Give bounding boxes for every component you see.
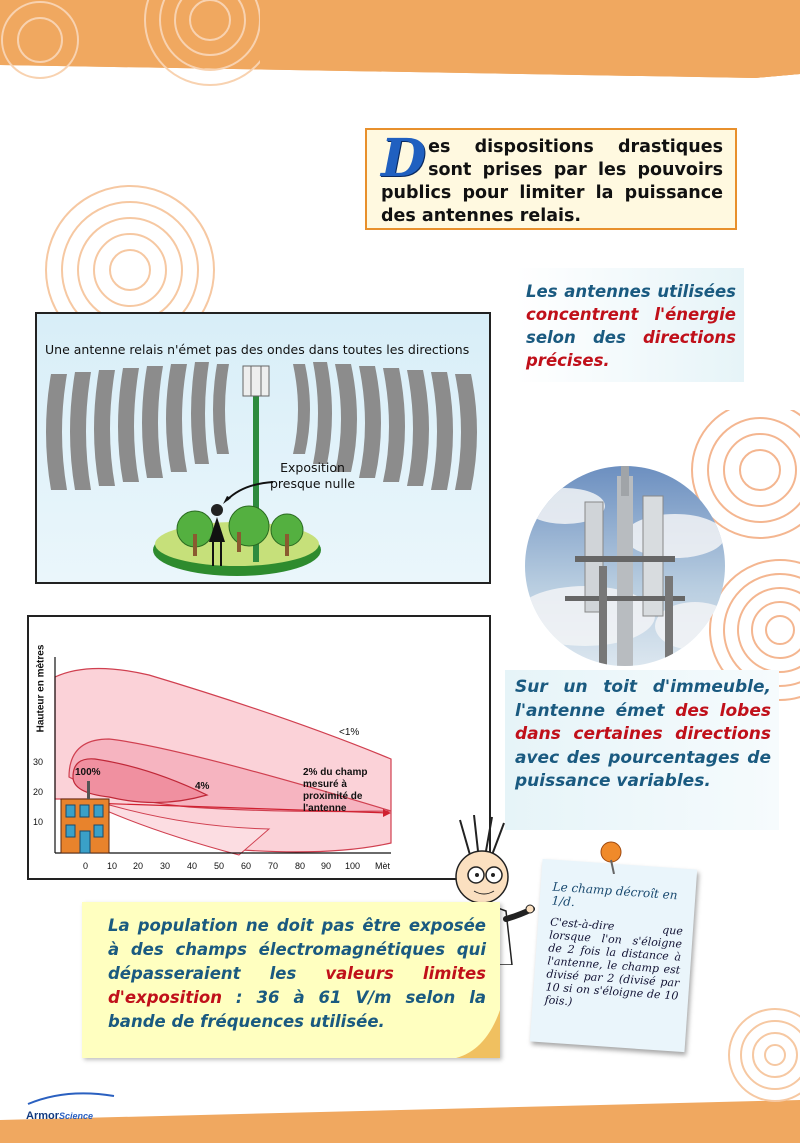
title-dropcap: D xyxy=(381,128,427,189)
exposure-label: Exposition presque nulle xyxy=(270,460,355,492)
focus-note-highlight-1: concentrent l'énergie xyxy=(526,305,736,324)
x-tick-100: 100 xyxy=(345,861,361,871)
label-2-percent-line3: proximité de xyxy=(303,791,363,802)
field-lobes-diagram: Hauteur en mètres 30 20 10 0 10 20 30 40… xyxy=(27,615,491,880)
lobe-lower xyxy=(88,798,271,856)
antenna-caption: Une antenne relais n'émet pas des ondes … xyxy=(45,342,470,357)
sticky-note: Le champ décroît en 1/d. C'est-à-dire qu… xyxy=(529,858,698,1053)
logo-text-armor: Armor xyxy=(26,1110,60,1122)
armorscience-logo: ArmorScience xyxy=(26,1090,116,1122)
antenna-diagram: Une antenne relais n'émet pas des ondes … xyxy=(35,312,491,584)
label-2-percent-line4: l'antenne xyxy=(303,803,347,814)
x-tick-90: 90 xyxy=(321,861,332,871)
x-tick-10: 10 xyxy=(107,861,118,871)
x-tick-80: 80 xyxy=(295,861,306,871)
y-axis-title: Hauteur en mètres xyxy=(35,644,47,733)
sticky-note-title: Le champ décroît en 1/d. xyxy=(551,879,678,910)
roof-note-text-1: Sur un toit d'immeuble, l'antenne émet xyxy=(515,677,771,721)
field-lobes-chart xyxy=(54,657,392,856)
x-tick-0: 0 xyxy=(83,861,89,871)
logo-text: ArmorScience xyxy=(26,1110,116,1122)
title-rest: es dispositions drastiques sont prises p… xyxy=(381,137,723,226)
label-2-percent: 2% du champ mesuré à proximité de l'ante… xyxy=(303,767,367,815)
y-tick-30: 30 xyxy=(33,757,44,767)
x-tick-40: 40 xyxy=(187,861,198,871)
antenna-illustration xyxy=(46,362,477,576)
x-tick-60: 60 xyxy=(241,861,252,871)
y-tick-10: 10 xyxy=(33,817,44,827)
pushpin-icon xyxy=(600,841,622,874)
rooftop-antenna-photo xyxy=(525,466,725,666)
lobe-inner xyxy=(72,758,209,804)
roof-note-highlight: des lobes dans certaines directions xyxy=(515,700,771,745)
wave-arcs-right xyxy=(293,362,477,490)
population-note-highlight: valeurs limites d'exposition xyxy=(108,964,486,1007)
logo-text-science: Science xyxy=(59,1111,94,1121)
x-tick-50: 50 xyxy=(214,861,225,871)
label-2-percent-line1: 2% du champ xyxy=(303,767,368,778)
person-figure xyxy=(209,504,225,566)
antenna-mast xyxy=(253,376,259,562)
x-tick-30: 30 xyxy=(160,861,171,871)
exposure-label-line1: Exposition xyxy=(280,460,345,475)
roof-note-text-2: avec des pourcentages de puissance varia… xyxy=(515,747,771,792)
focus-note-text-2: selon des xyxy=(526,328,643,347)
x-tick-unit: Mèt xyxy=(375,861,391,871)
antenna-panels xyxy=(242,365,270,397)
building xyxy=(60,781,110,854)
focus-note: Les antennes utilisées concentrent l'éne… xyxy=(516,268,744,382)
y-tick-20: 20 xyxy=(33,787,44,797)
focus-note-highlight-2: directions précises. xyxy=(526,328,736,370)
exposure-label-line2: presque nulle xyxy=(270,476,356,491)
label-less-than-1-percent: <1% xyxy=(339,727,360,738)
label-100-percent: 100% xyxy=(75,767,101,778)
deco-circles-right xyxy=(691,410,800,701)
roof-note: Sur un toit d'immeuble, l'antenne émet d… xyxy=(505,670,779,830)
logo-swoosh-icon xyxy=(27,1092,115,1105)
sticky-note-body: C'est-à-dire que lorsque l'on s'éloigne … xyxy=(544,915,684,1009)
focus-note-text-1: Les antennes utilisées xyxy=(526,282,736,301)
population-note-text-2: : 36 à 61 V/m selon la bande de fréquenc… xyxy=(108,988,486,1031)
exposure-arrow xyxy=(226,481,274,501)
label-2-percent-line2: mesuré à xyxy=(303,779,347,790)
deco-circles-bottom-right xyxy=(728,1008,800,1102)
page-curl xyxy=(456,1010,500,1058)
trees xyxy=(176,505,304,556)
label-4-percent: 4% xyxy=(195,781,210,792)
wave-arcs-left xyxy=(46,362,229,490)
x-tick-70: 70 xyxy=(268,861,279,871)
population-note-text-1: La population ne doit pas être exposée à… xyxy=(108,916,486,983)
deco-circles-top-left xyxy=(1,0,260,86)
x-tick-20: 20 xyxy=(133,861,144,871)
population-note: La population ne doit pas être exposée à… xyxy=(82,902,500,1058)
